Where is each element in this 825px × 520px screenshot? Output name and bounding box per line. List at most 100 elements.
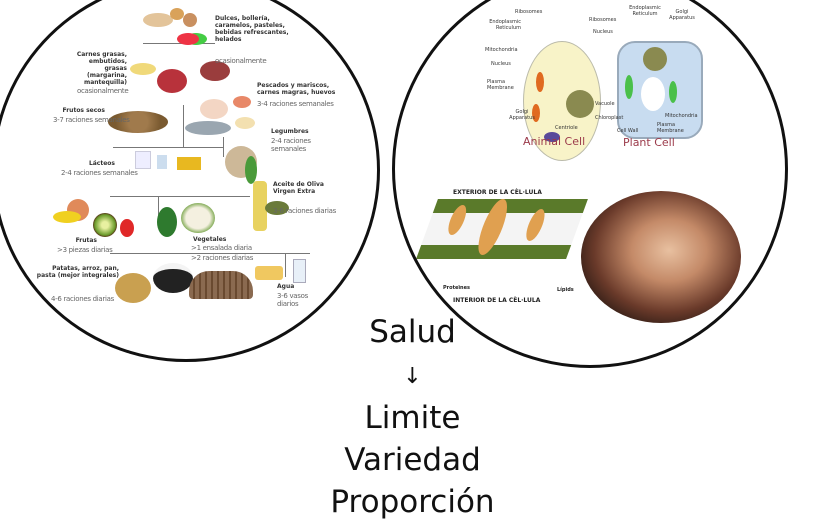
animal-cell-diagram xyxy=(523,41,601,161)
group-servings: 3-4 raciones semanales xyxy=(257,100,334,108)
cell-label: Nucleus xyxy=(491,61,511,67)
group-servings: 3-6 raciones diarias xyxy=(273,207,336,215)
milk-image xyxy=(135,151,151,169)
spinach-image xyxy=(157,207,177,237)
olive-oil-image xyxy=(253,181,267,231)
sausage-image xyxy=(200,61,230,81)
divider xyxy=(113,147,223,148)
butter-image xyxy=(130,63,156,75)
animal-cell-title: Animal Cell xyxy=(523,135,586,148)
vacuole-shape xyxy=(641,77,665,111)
food-pyramid-circle: Dulces, bollería, caramelos, pasteles, b… xyxy=(0,0,380,362)
mitochondria-shape xyxy=(536,72,544,92)
cell-label: Golgi Apparatus xyxy=(509,109,535,121)
chicken-image xyxy=(200,99,228,119)
group-servings: >1 ensalada diaria xyxy=(191,244,252,252)
potatoes-image xyxy=(115,273,151,303)
cell-label: Mitochondria xyxy=(665,113,698,119)
divider xyxy=(158,196,159,216)
plant-cell-title: Plant Cell xyxy=(623,136,675,149)
rice-image xyxy=(153,263,193,293)
group-servings: >3 piezas diarias xyxy=(57,246,113,254)
shrimp-image xyxy=(233,96,251,108)
fish-image xyxy=(185,121,231,135)
group-servings: 3-7 raciones semanales xyxy=(53,116,130,124)
protein-shape xyxy=(472,199,513,255)
group-label: Dulces, bollería, caramelos, pasteles, b… xyxy=(215,15,289,43)
protein-shape xyxy=(522,209,549,241)
group-servings: 4-6 raciones diarias xyxy=(51,295,114,303)
list-item: Proporción xyxy=(330,484,495,520)
heading-salud: Salud xyxy=(369,314,456,350)
cell-label: Endoplasmic Reticulum xyxy=(489,19,521,31)
divider xyxy=(143,43,215,44)
group-label: Agua xyxy=(277,283,295,290)
protein-shape xyxy=(444,205,470,235)
cheese-image xyxy=(177,157,201,170)
nuts-image xyxy=(108,111,168,133)
cell-label: Nucleus xyxy=(593,29,613,35)
kiwi-image xyxy=(93,213,117,237)
group-label: Aceite de Oliva Virgen Extra xyxy=(273,181,324,195)
fetus-photo xyxy=(581,191,741,323)
golgi-shape xyxy=(544,132,560,142)
group-servings: ocasionalmente xyxy=(215,57,267,65)
group-label: Patatas, arroz, pan, pasta (mejor integr… xyxy=(36,265,119,279)
cauliflower-image xyxy=(181,203,215,233)
divider xyxy=(110,196,250,197)
mitochondria-shape xyxy=(532,104,540,122)
cell-biology-circle: Ribosomes Endoplasmic Reticulum Mitochon… xyxy=(392,0,788,368)
plant-cell-diagram xyxy=(617,41,703,139)
group-label: Frutas xyxy=(75,237,97,244)
cell-label: Ribosomes xyxy=(515,9,543,15)
membrane-top-label: EXTERIOR DE LA CÈL·LULA xyxy=(453,189,542,196)
egg-image xyxy=(235,117,255,129)
candy-image xyxy=(177,33,199,45)
pasta-image xyxy=(255,266,283,280)
cell-label: Endoplasmic Reticulum xyxy=(629,5,661,17)
group-label: Legumbres xyxy=(271,128,309,135)
olives-image xyxy=(265,201,289,215)
divider xyxy=(285,253,286,277)
yogurt-image xyxy=(157,155,167,169)
group-label: Lácteos xyxy=(88,160,115,167)
divider xyxy=(110,253,310,254)
peas-image xyxy=(245,156,257,184)
group-label: Carnes grasas, embutidos, grasas (margar… xyxy=(76,51,127,86)
donut-image xyxy=(183,13,197,27)
list-item: Limite xyxy=(364,400,461,436)
group-servings: ocasionalmente xyxy=(77,87,129,95)
cell-label: Chloroplast xyxy=(595,115,624,121)
donut-image xyxy=(170,8,184,20)
group-servings: 2-4 raciones semanales xyxy=(271,137,311,153)
cell-label: Plasma Membrane xyxy=(487,79,514,91)
group-label: Frutos secos xyxy=(62,107,106,114)
cake-image xyxy=(143,13,173,27)
lipids-label: Lípids xyxy=(557,287,574,293)
cell-label: Plasma Membrane xyxy=(657,122,684,134)
cell-label: Mitochondria xyxy=(485,47,518,53)
divider xyxy=(223,137,224,157)
cell-label: Cell Wall xyxy=(617,128,639,134)
nucleus-shape xyxy=(566,90,594,118)
meat-image xyxy=(157,69,187,93)
group-servings: >2 raciones diarias xyxy=(191,254,254,262)
cell-label: Golgi Apparatus xyxy=(669,9,695,21)
group-label: Pescados y mariscos, carnes magras, huev… xyxy=(257,82,336,96)
chloroplast-shape xyxy=(669,81,677,103)
group-servings: 3-6 vasos diarios xyxy=(277,292,308,308)
list-item: Variedad xyxy=(344,442,481,478)
proteins-label: Proteïnes xyxy=(443,285,470,291)
group-servings: 2-4 raciones semanales xyxy=(61,169,138,177)
arrow-down-icon: ↓ xyxy=(403,364,422,389)
cell-membrane-diagram xyxy=(416,199,588,259)
banana-image xyxy=(53,211,81,223)
chloroplast-shape xyxy=(625,75,633,99)
membrane-bottom-label: INTERIOR DE LA CÈL·LULA xyxy=(453,297,541,304)
divider xyxy=(183,105,184,147)
cell-label: Centriole xyxy=(555,125,578,131)
cell-label: Ribosomes xyxy=(589,17,617,23)
nucleus-shape xyxy=(643,47,667,71)
strawberry-image xyxy=(120,219,134,237)
cell-label: Vacuole xyxy=(595,101,615,107)
